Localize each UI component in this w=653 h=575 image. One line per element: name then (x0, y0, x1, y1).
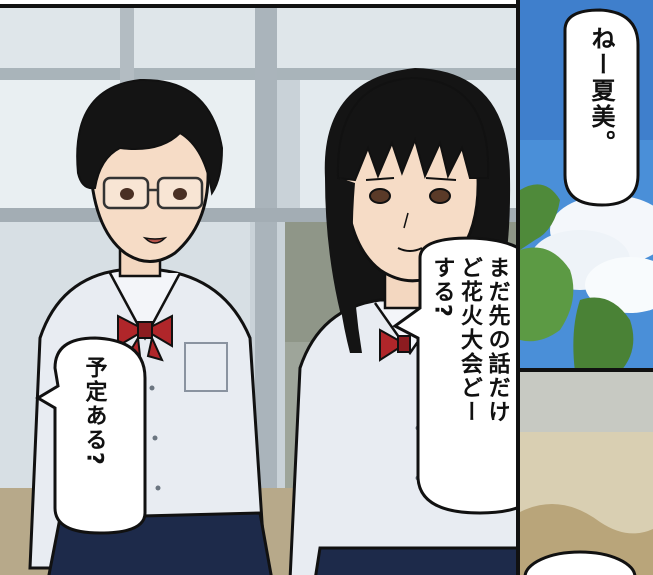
classroom-scene (0, 8, 522, 575)
speech-line-2: ど花火大会どー (457, 256, 482, 424)
speech-line-3: する? (429, 256, 455, 319)
sky-scene (520, 0, 653, 372)
speech-text-center: まだ先の話だけ ど花火大会どー する? (428, 256, 511, 506)
partial-bubble (523, 550, 637, 575)
bottom-right-panel (516, 368, 653, 575)
speech-bubble-left (35, 336, 147, 535)
speech-bubble-top-right (563, 8, 640, 207)
speech-text-top-right: ねー夏美。 (587, 26, 615, 156)
window-frame (255, 8, 277, 575)
speech-bubble-center (392, 236, 522, 515)
main-panel: まだ先の話だけ ど花火大会どー する? 予定ある? (0, 4, 526, 575)
bottom-panel-scene (520, 372, 653, 575)
speech-line-1: まだ先の話だけ (484, 256, 510, 424)
sky-panel: ねー夏美。 (516, 0, 653, 376)
speech-line-left-1: 予定ある? (81, 356, 107, 467)
speech-text-left: 予定ある? (80, 356, 108, 526)
